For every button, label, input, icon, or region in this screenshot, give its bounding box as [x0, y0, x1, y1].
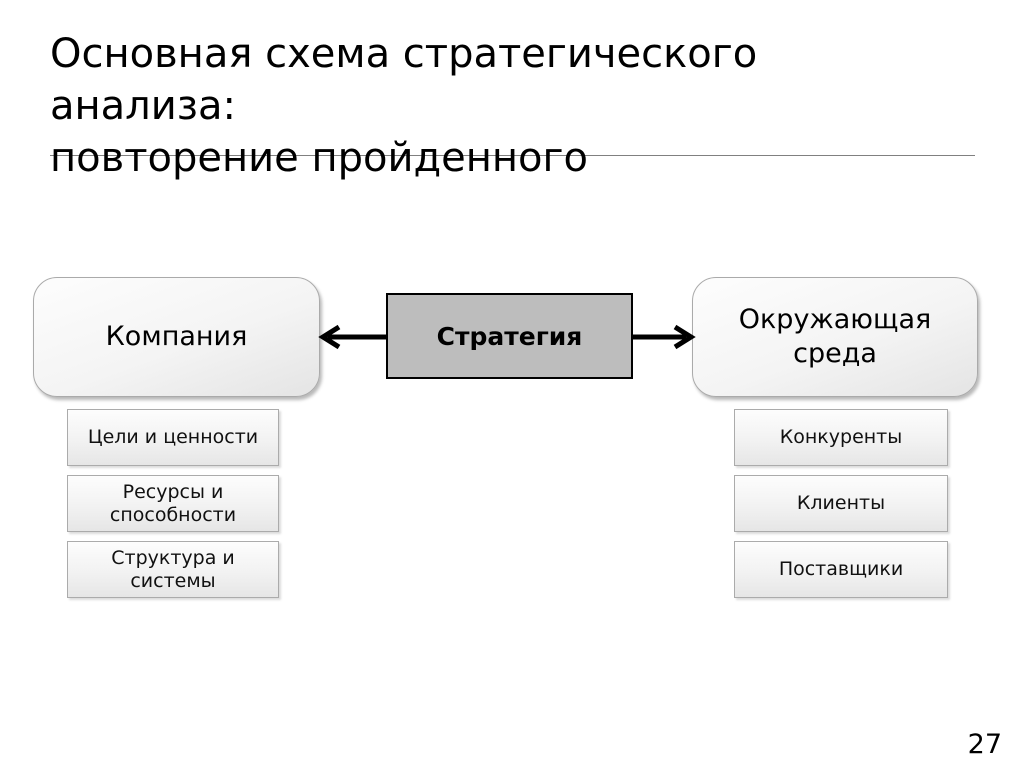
slide-title: Основная схема стратегического анализа: …	[50, 28, 980, 184]
company-box: Компания	[33, 277, 320, 397]
slide-title-line-3: повторение пройденного	[50, 135, 588, 181]
company-item-label: Структура и системы	[111, 546, 235, 592]
company-item-label: Ресурсы и способности	[109, 480, 237, 526]
company-item-goals-values: Цели и ценности	[67, 409, 279, 466]
company-item-structure-systems: Структура и системы	[67, 541, 279, 598]
slide-title-line-1: Основная схема стратегического	[50, 31, 758, 77]
environment-item-competitors: Конкуренты	[734, 409, 948, 466]
environment-items-column: Конкуренты Клиенты Поставщики	[734, 409, 948, 607]
environment-box-label: Окружающая среда	[738, 304, 932, 369]
arrow-strategy-to-company	[318, 324, 386, 350]
company-item-resources-capabilities: Ресурсы и способности	[67, 475, 279, 532]
environment-item-label: Поставщики	[778, 558, 904, 580]
strategy-box-label: Стратегия	[436, 321, 583, 351]
title-underline-rule	[50, 155, 975, 156]
company-item-label: Цели и ценности	[87, 426, 259, 448]
environment-item-label: Конкуренты	[779, 426, 903, 448]
company-box-label: Компания	[105, 321, 248, 352]
environment-item-suppliers: Поставщики	[734, 541, 948, 598]
page-number: 27	[967, 729, 1002, 760]
environment-box: Окружающая среда	[692, 277, 978, 397]
environment-item-clients: Клиенты	[734, 475, 948, 532]
slide-title-line-2: анализа:	[50, 83, 236, 129]
arrow-strategy-to-environment	[633, 324, 696, 350]
environment-item-label: Клиенты	[796, 492, 886, 514]
strategy-box: Стратегия	[386, 293, 633, 379]
company-items-column: Цели и ценности Ресурсы и способности Ст…	[67, 409, 279, 607]
